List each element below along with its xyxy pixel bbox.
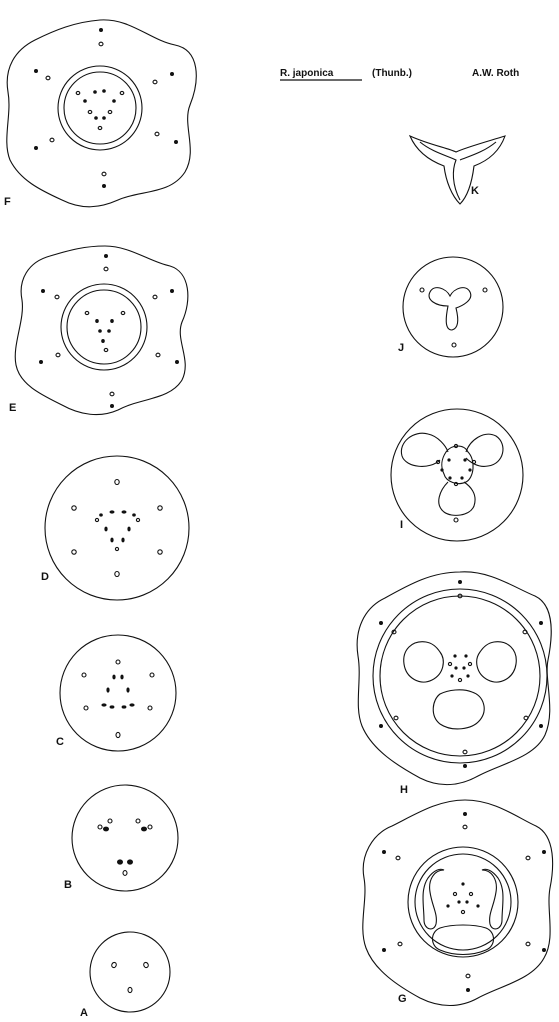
central-ring xyxy=(442,446,473,484)
inner-ring xyxy=(380,596,540,756)
bundle-dots xyxy=(98,819,152,875)
outline-circle xyxy=(90,932,170,1012)
locule-bottom xyxy=(439,482,475,515)
panel-label-g: G xyxy=(398,993,407,1005)
panel-a: A xyxy=(80,932,170,1019)
outer-wavy-outline xyxy=(7,20,196,207)
figure-title: R. japonica (Thunb.) A.W. Roth xyxy=(280,68,519,80)
authority-thunb: (Thunb.) xyxy=(372,68,412,79)
panel-label-b: B xyxy=(64,879,72,891)
panel-b: B xyxy=(64,785,178,891)
panel-label-e: E xyxy=(9,402,16,414)
locule-bottom xyxy=(433,690,484,729)
panel-d: D xyxy=(41,456,189,600)
panel-label-d: D xyxy=(41,571,49,583)
outer-ring xyxy=(61,284,147,370)
outer-ring xyxy=(373,589,547,763)
outline-circle xyxy=(45,456,189,600)
outer-ring xyxy=(58,66,142,150)
species-name: R. japonica xyxy=(280,68,334,79)
bundle-dots xyxy=(382,812,546,992)
trilobed-locule xyxy=(429,288,471,330)
panel-label-h: H xyxy=(400,784,408,796)
inner-ring xyxy=(64,72,136,144)
panel-g: G xyxy=(363,800,553,1006)
locule-left xyxy=(404,642,444,682)
panel-label-f: F xyxy=(4,196,11,208)
locule-left xyxy=(401,433,448,466)
bundle-dots xyxy=(82,660,154,738)
bundle-dots xyxy=(111,962,149,993)
outer-wavy-outline xyxy=(357,572,551,785)
panel-h: H xyxy=(357,572,551,796)
panel-i: I xyxy=(391,409,523,541)
outline-circle xyxy=(60,635,176,751)
inner-ring xyxy=(67,290,141,364)
panel-label-j: J xyxy=(398,342,404,354)
panel-e: E xyxy=(9,246,188,415)
locule-left xyxy=(423,869,444,929)
panel-c: C xyxy=(56,635,176,751)
panel-j: J xyxy=(398,257,503,357)
panel-f: F xyxy=(4,20,196,208)
locule-right xyxy=(466,434,503,466)
outer-ring xyxy=(408,847,518,957)
inner-ring xyxy=(415,854,511,950)
panel-k: K xyxy=(410,136,505,204)
panel-label-i: I xyxy=(400,519,403,531)
bundle-dots xyxy=(34,28,178,188)
panel-label-a: A xyxy=(80,1007,88,1019)
locule-right xyxy=(477,642,517,682)
bundle-dots xyxy=(39,254,179,408)
locule-right xyxy=(482,869,503,929)
panel-label-c: C xyxy=(56,736,64,748)
bundle-dots xyxy=(72,480,162,577)
authority-roth: A.W. Roth xyxy=(472,68,519,79)
panel-label-k: K xyxy=(471,185,479,197)
